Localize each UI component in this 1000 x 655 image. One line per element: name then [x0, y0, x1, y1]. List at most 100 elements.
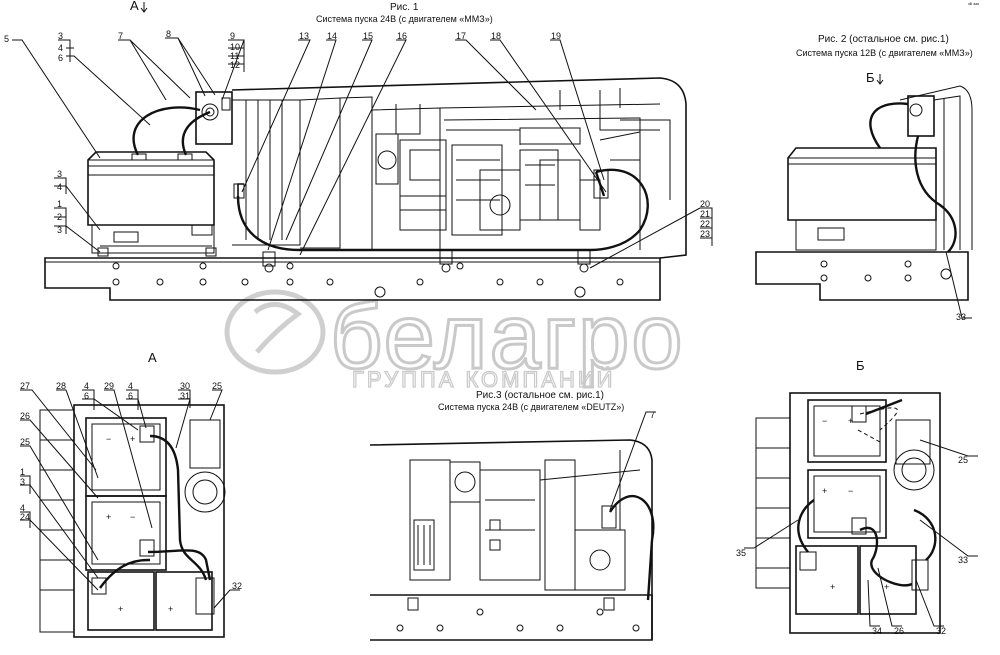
callout: 6 [58, 53, 63, 63]
callout: 32 [936, 626, 946, 636]
view-b-gauge [893, 449, 935, 491]
view-b-arrow [876, 74, 884, 85]
callout: 2 [57, 212, 62, 222]
view-a-battery-3 [87, 571, 155, 631]
callout: 4 [57, 182, 62, 192]
callout: 9 [230, 31, 235, 41]
callout: 1 [57, 199, 62, 209]
callout: 3 [20, 477, 25, 487]
watermark-subtitle: ГРУППА КОМПАНИЙ [352, 367, 616, 392]
callout: 6 [128, 391, 133, 401]
fig1-engine-block [375, 104, 671, 236]
svg-text:+: + [106, 512, 111, 522]
view-a-frame [73, 404, 225, 638]
fig1-battery-cable [132, 106, 201, 156]
fig1-subtitle: Система пуска 24В (с двигателем «ММЗ») [316, 14, 493, 24]
callout: 15 [363, 31, 373, 41]
fig2-rail-holes [820, 260, 952, 282]
callout: 3 [57, 225, 62, 235]
figure-3: Рис.3 (остальное см. рис.1) Система пуск… [369, 390, 656, 641]
callout: 25 [20, 437, 30, 447]
fig3-engine-block [409, 450, 641, 591]
fig2-cable [869, 102, 909, 149]
watermark: белагро ГРУППА КОМПАНИЙ [224, 285, 684, 393]
view-b-callouts: 25 35 33 34 26 32 [736, 455, 968, 636]
svg-text:+: + [830, 582, 835, 592]
view-a-callouts: 27 28 4 6 29 4 6 30 31 25 26 25 1 3 4 24… [20, 381, 242, 591]
svg-text:−: − [106, 434, 111, 444]
view-b-marker: Б [866, 70, 875, 85]
callout: 29 [104, 381, 114, 391]
callout: 16 [397, 31, 407, 41]
callout: 27 [20, 381, 30, 391]
callout: 17 [456, 31, 466, 41]
corner-mark: ᵅᴮ ᵃᵃᵃ [968, 2, 979, 8]
callout: 23 [700, 229, 710, 239]
fig2-title: Рис. 2 (остальное см. рис.1) [818, 34, 949, 45]
fig2-subtitle: Система пуска 12В (с двигателем «ММЗ») [796, 48, 973, 58]
callout: 26 [894, 626, 904, 636]
fig2-switch [907, 95, 935, 137]
fig1-leaders [12, 37, 713, 269]
callout: 26 [20, 411, 30, 421]
callout: 21 [700, 209, 710, 219]
callout: 7 [118, 31, 123, 41]
fig2-engine-cover [899, 85, 973, 250]
fig3-rail-holes [396, 608, 640, 632]
fig3-leader [609, 411, 656, 511]
callout: 24 [20, 512, 30, 522]
callout: 10 [230, 42, 240, 52]
fig2-battery-box [787, 147, 937, 221]
view-a-marker: А [130, 0, 139, 13]
svg-text:−: − [848, 486, 853, 496]
fig3-frame-rail [370, 594, 653, 641]
figure-2: Рис. 2 (остальное см. рис.1) Система пус… [755, 2, 979, 322]
callout: 14 [327, 31, 337, 41]
callout: 34 [872, 626, 882, 636]
fig1-engine-cover [231, 77, 687, 259]
callout: 19 [551, 31, 561, 41]
view-b-cable-1 [865, 398, 903, 416]
svg-text:+: + [168, 604, 173, 614]
callout: 3 [57, 169, 62, 179]
view-a-leaders [20, 389, 240, 609]
callout: 18 [491, 31, 501, 41]
fig3-subtitle: Система пуска 24В (с двигателем «DEUTZ») [438, 402, 624, 412]
callout: 4 [58, 43, 63, 53]
svg-text:+: + [130, 434, 135, 444]
view-a-cable-1 [149, 434, 208, 581]
callout: 22 [700, 219, 710, 229]
fig1-main-cable [236, 195, 590, 252]
view-b-battery-3 [795, 545, 859, 615]
svg-text:+: + [118, 604, 123, 614]
view-b-battery-2 [807, 469, 887, 539]
view-b-frame [789, 392, 941, 634]
figure-1: Рис. 1 Система пуска 24В (с двигателем «… [4, 0, 713, 301]
callout: 31 [180, 391, 190, 401]
callout: 5 [4, 34, 9, 44]
fig1-callouts: 5 3 4 6 7 8 9 10 11 12 13 14 15 16 17 18… [4, 29, 710, 239]
view-b-radiator [755, 417, 791, 589]
callout: 4 [84, 381, 89, 391]
view-b-title: Б [856, 358, 865, 373]
view-a: А −+ +− ++ [20, 350, 242, 638]
svg-text:+: + [822, 486, 827, 496]
callout: 11 [230, 51, 239, 61]
fig1-rail-holes [112, 262, 624, 298]
callout: 7 [650, 410, 655, 420]
view-b-leaders [744, 439, 978, 627]
fig1-battery-box [87, 151, 215, 254]
callout: 20 [700, 199, 710, 209]
callout: 8 [166, 29, 171, 39]
callout: 4 [128, 381, 133, 391]
callout: 25 [212, 381, 222, 391]
fig2-frame-rail [755, 251, 969, 301]
view-a-battery-4 [155, 571, 213, 631]
fig3-title: Рис.3 (остальное см. рис.1) [476, 390, 604, 401]
svg-text:+: + [884, 582, 889, 592]
view-a-arrow [140, 2, 148, 13]
svg-text:+: + [848, 416, 853, 426]
view-a-battery-2 [85, 495, 167, 571]
view-b-battery-1 [807, 399, 887, 463]
